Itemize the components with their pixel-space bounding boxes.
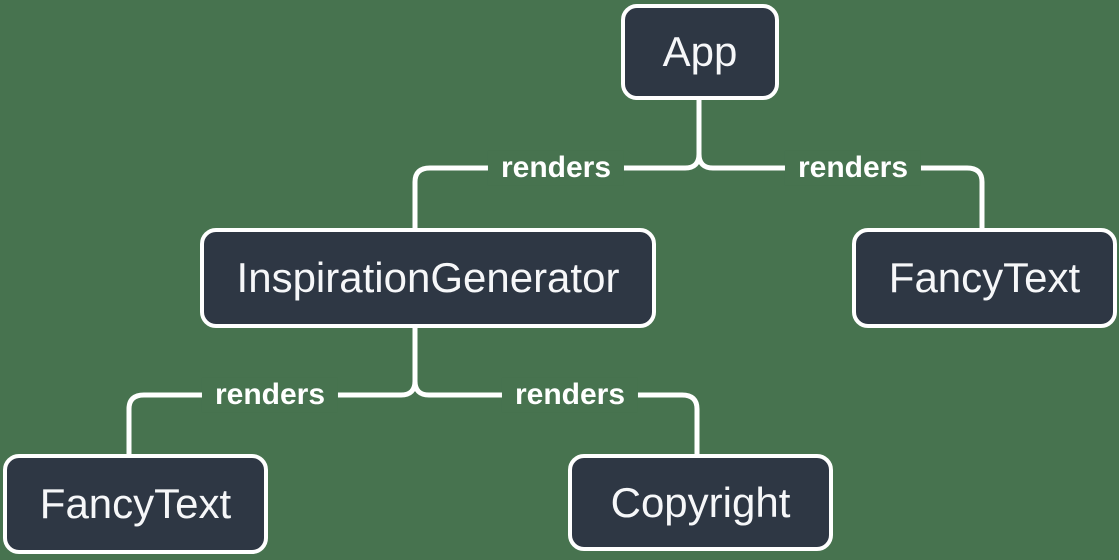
node-fancy-text: FancyText <box>3 454 268 554</box>
node-fancy-text-label: FancyText <box>888 254 1081 301</box>
node-app: App <box>621 4 779 100</box>
node-app-label: App <box>662 28 738 75</box>
node-inspiration-generator-label: InspirationGenerator <box>236 254 620 301</box>
edge-label-renders: renders <box>784 150 922 186</box>
node-fancy-text: FancyText <box>852 228 1117 328</box>
node-copyright: Copyright <box>568 454 833 551</box>
node-fancy-text-label: FancyText <box>39 480 232 527</box>
edge-label-renders: renders <box>501 377 639 413</box>
edge-label-renders: renders <box>487 150 625 186</box>
node-copyright-label: Copyright <box>610 478 791 526</box>
node-inspiration-generator: InspirationGenerator <box>200 228 656 328</box>
edge-label-renders: renders <box>201 377 339 413</box>
